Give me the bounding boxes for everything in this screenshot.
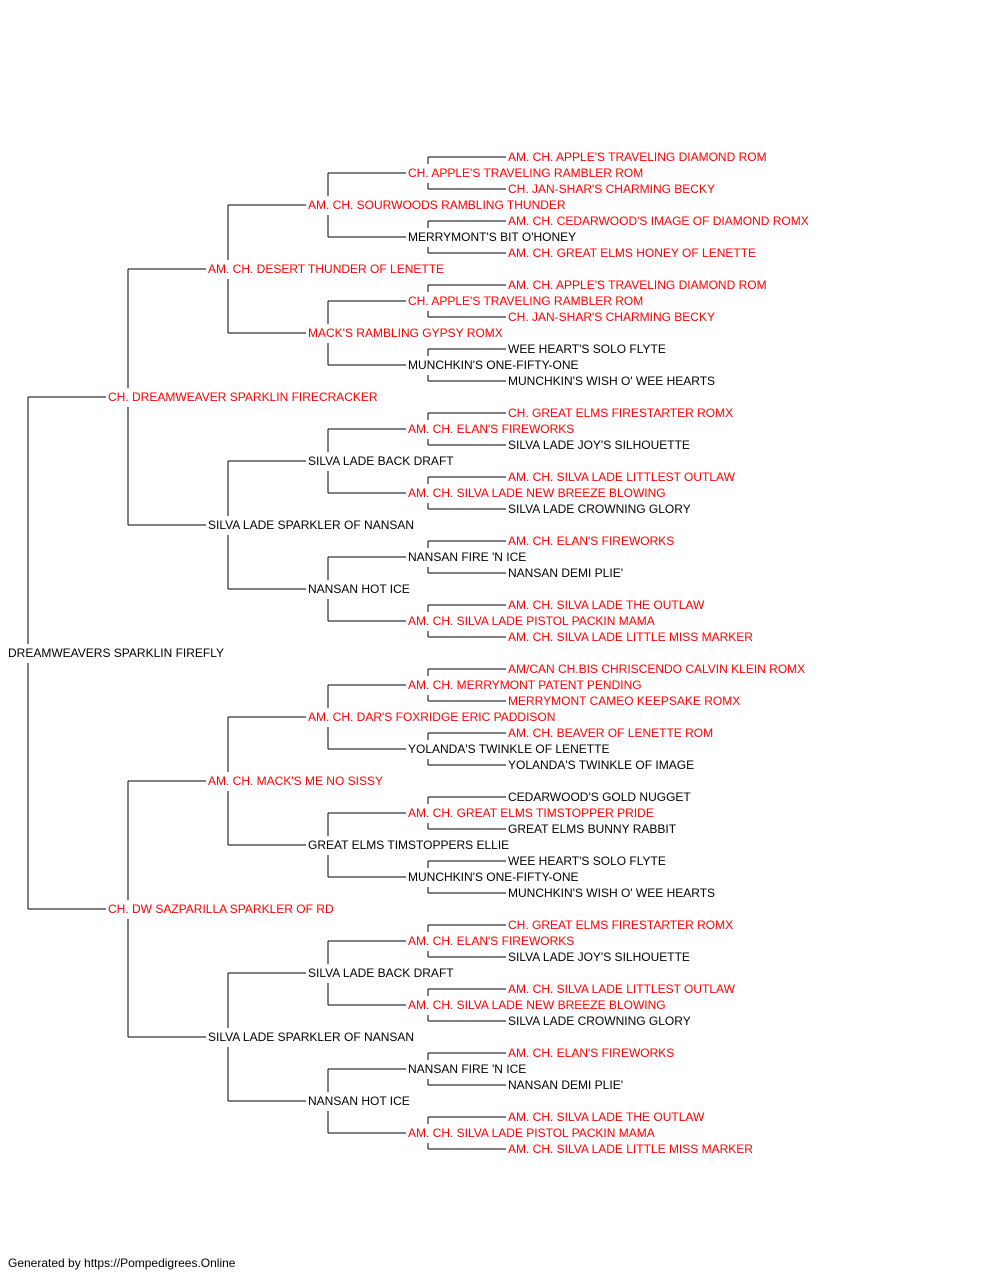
pedigree-name[interactable]: NANSAN DEMI PLIE'	[508, 1078, 623, 1092]
pedigree-name[interactable]: MUNCHKIN'S WISH O' WEE HEARTS	[508, 886, 715, 900]
pedigree-name[interactable]: AM. CH. ELAN'S FIREWORKS	[408, 422, 574, 436]
pedigree-name[interactable]: CH. DREAMWEAVER SPARKLIN FIRECRACKER	[108, 390, 378, 404]
pedigree-name[interactable]: AM. CH. SOURWOODS RAMBLING THUNDER	[308, 198, 566, 212]
pedigree-name[interactable]: AM. CH. SILVA LADE LITTLE MISS MARKER	[508, 1142, 753, 1156]
pedigree-name[interactable]: NANSAN HOT ICE	[308, 1094, 410, 1108]
pedigree-name[interactable]: AM. CH. MACK'S ME NO SISSY	[208, 774, 383, 788]
pedigree-name[interactable]: AM. CH. CEDARWOOD'S IMAGE OF DIAMOND ROM…	[508, 214, 809, 228]
pedigree-name[interactable]: CH. GREAT ELMS FIRESTARTER ROMX	[508, 918, 733, 932]
pedigree-name[interactable]: SILVA LADE SPARKLER OF NANSAN	[208, 518, 414, 532]
pedigree-name[interactable]: GREAT ELMS TIMSTOPPERS ELLIE	[308, 838, 509, 852]
pedigree-name[interactable]: AM. CH. ELAN'S FIREWORKS	[408, 934, 574, 948]
pedigree-name[interactable]: NANSAN DEMI PLIE'	[508, 566, 623, 580]
pedigree-name[interactable]: SILVA LADE BACK DRAFT	[308, 966, 454, 980]
pedigree-name[interactable]: MACK'S RAMBLING GYPSY ROMX	[308, 326, 503, 340]
pedigree-name[interactable]: YOLANDA'S TWINKLE OF LENETTE	[408, 742, 609, 756]
pedigree-name[interactable]: AM. CH. SILVA LADE PISTOL PACKIN MAMA	[408, 1126, 655, 1140]
pedigree-name[interactable]: AM. CH. APPLE'S TRAVELING DIAMOND ROM	[508, 278, 767, 292]
pedigree-name[interactable]: CH. APPLE'S TRAVELING RAMBLER ROM	[408, 166, 643, 180]
pedigree-name[interactable]: AM. CH. SILVA LADE LITTLEST OUTLAW	[508, 470, 736, 484]
pedigree-name[interactable]: AM. CH. SILVA LADE LITTLEST OUTLAW	[508, 982, 736, 996]
pedigree-name[interactable]: AM. CH. SILVA LADE PISTOL PACKIN MAMA	[408, 614, 655, 628]
pedigree-name[interactable]: WEE HEART'S SOLO FLYTE	[508, 854, 666, 868]
pedigree-name[interactable]: CH. JAN-SHAR'S CHARMING BECKY	[508, 182, 715, 196]
pedigree-name[interactable]: MUNCHKIN'S ONE-FIFTY-ONE	[408, 870, 579, 884]
pedigree-name[interactable]: SILVA LADE JOY'S SILHOUETTE	[508, 950, 690, 964]
pedigree-name[interactable]: AM. CH. SILVA LADE NEW BREEZE BLOWING	[408, 998, 666, 1012]
pedigree-name[interactable]: YOLANDA'S TWINKLE OF IMAGE	[508, 758, 694, 772]
pedigree-name[interactable]: SILVA LADE CROWNING GLORY	[508, 502, 691, 516]
pedigree-name[interactable]: CH. APPLE'S TRAVELING RAMBLER ROM	[408, 294, 643, 308]
pedigree-name[interactable]: CEDARWOOD'S GOLD NUGGET	[508, 790, 691, 804]
pedigree-name[interactable]: AM. CH. APPLE'S TRAVELING DIAMOND ROM	[508, 150, 767, 164]
pedigree-name[interactable]: WEE HEART'S SOLO FLYTE	[508, 342, 666, 356]
footer-credit: Generated by https://Pompedigrees.Online	[8, 1256, 236, 1270]
pedigree-name[interactable]: SILVA LADE CROWNING GLORY	[508, 1014, 691, 1028]
pedigree-name[interactable]: AM. CH. BEAVER OF LENETTE ROM	[508, 726, 713, 740]
pedigree-name[interactable]: AM. CH. ELAN'S FIREWORKS	[508, 1046, 674, 1060]
pedigree-name[interactable]: AM. CH. SILVA LADE THE OUTLAW	[508, 1110, 705, 1124]
pedigree-name[interactable]: AM. CH. DESERT THUNDER OF LENETTE	[208, 262, 444, 276]
pedigree-name[interactable]: NANSAN FIRE 'N ICE	[408, 1062, 526, 1076]
pedigree-name[interactable]: SILVA LADE BACK DRAFT	[308, 454, 454, 468]
pedigree-name[interactable]: NANSAN HOT ICE	[308, 582, 410, 596]
pedigree-name[interactable]: NANSAN FIRE 'N ICE	[408, 550, 526, 564]
pedigree-name[interactable]: SILVA LADE SPARKLER OF NANSAN	[208, 1030, 414, 1044]
pedigree-name[interactable]: MERRYMONT'S BIT O'HONEY	[408, 230, 576, 244]
pedigree-name[interactable]: SILVA LADE JOY'S SILHOUETTE	[508, 438, 690, 452]
pedigree-name[interactable]: AM. CH. GREAT ELMS HONEY OF LENETTE	[508, 246, 756, 260]
pedigree-name[interactable]: DREAMWEAVERS SPARKLIN FIREFLY	[8, 646, 224, 660]
pedigree-name[interactable]: AM. CH. GREAT ELMS TIMSTOPPER PRIDE	[408, 806, 654, 820]
pedigree-name[interactable]: AM. CH. SILVA LADE LITTLE MISS MARKER	[508, 630, 753, 644]
pedigree-name[interactable]: MERRYMONT CAMEO KEEPSAKE ROMX	[508, 694, 740, 708]
pedigree-name[interactable]: CH. JAN-SHAR'S CHARMING BECKY	[508, 310, 715, 324]
pedigree-name[interactable]: AM/CAN CH.BIS CHRISCENDO CALVIN KLEIN RO…	[508, 662, 805, 676]
pedigree-name[interactable]: AM. CH. MERRYMONT PATENT PENDING	[408, 678, 642, 692]
pedigree-name[interactable]: MUNCHKIN'S ONE-FIFTY-ONE	[408, 358, 579, 372]
pedigree-name[interactable]: AM. CH. ELAN'S FIREWORKS	[508, 534, 674, 548]
pedigree-name[interactable]: AM. CH. SILVA LADE THE OUTLAW	[508, 598, 705, 612]
pedigree-name[interactable]: MUNCHKIN'S WISH O' WEE HEARTS	[508, 374, 715, 388]
pedigree-name[interactable]: AM. CH. SILVA LADE NEW BREEZE BLOWING	[408, 486, 666, 500]
pedigree-name[interactable]: AM. CH. DAR'S FOXRIDGE ERIC PADDISON	[308, 710, 555, 724]
pedigree-name[interactable]: CH. DW SAZPARILLA SPARKLER OF RD	[108, 902, 334, 916]
pedigree-name[interactable]: CH. GREAT ELMS FIRESTARTER ROMX	[508, 406, 733, 420]
pedigree-name[interactable]: GREAT ELMS BUNNY RABBIT	[508, 822, 677, 836]
